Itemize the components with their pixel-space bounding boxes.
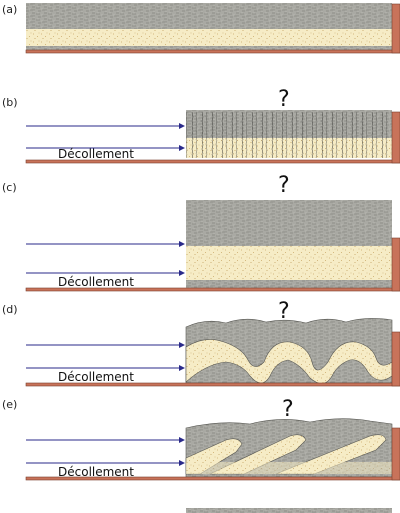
base-plate: [25, 476, 400, 481]
backstop: [391, 111, 400, 164]
panel-b: (b) ? Décollement: [2, 87, 400, 164]
base-plate: [25, 49, 400, 54]
question-mark: ?: [278, 299, 290, 324]
backstop: [391, 427, 400, 481]
sand-layer: [26, 29, 392, 46]
panel-a: (a): [2, 3, 400, 54]
backstop: [391, 331, 400, 387]
base-plate: [25, 159, 400, 164]
panel-d: (d) ? Décollement: [2, 299, 400, 387]
base-plate: [25, 382, 400, 387]
fractures-lower: [186, 138, 392, 158]
panel-label-a: (a): [2, 3, 17, 16]
panel-label-d: (d): [2, 303, 18, 316]
decollement-label: Décollement: [58, 370, 134, 384]
sand-base-layer: [186, 462, 392, 474]
base-plate: [25, 287, 400, 292]
question-mark: ?: [278, 87, 290, 112]
panel-e: (e) ? Décollement: [2, 397, 400, 481]
shale-layer: [186, 200, 392, 246]
panel-c: (c) ? Décollement: [2, 173, 400, 292]
shale-layer: [26, 3, 392, 29]
shale-layer: [186, 508, 392, 513]
panel-label-b: (b): [2, 96, 18, 109]
sand-layer: [186, 246, 392, 280]
decollement-label: Décollement: [58, 147, 134, 161]
panel-label-c: (c): [2, 181, 17, 194]
fractures-upper: [186, 112, 392, 138]
question-mark: ?: [282, 397, 294, 422]
question-mark: ?: [278, 173, 290, 198]
backstop: [391, 237, 400, 292]
basal-shale-layer: [26, 46, 392, 50]
panel-label-e: (e): [2, 398, 17, 411]
basal-shale-layer: [186, 280, 392, 288]
decollement-label: Décollement: [58, 275, 134, 289]
backstop: [391, 3, 400, 54]
decollement-label: Décollement: [58, 465, 134, 479]
cropped-next-panel: [186, 508, 392, 513]
